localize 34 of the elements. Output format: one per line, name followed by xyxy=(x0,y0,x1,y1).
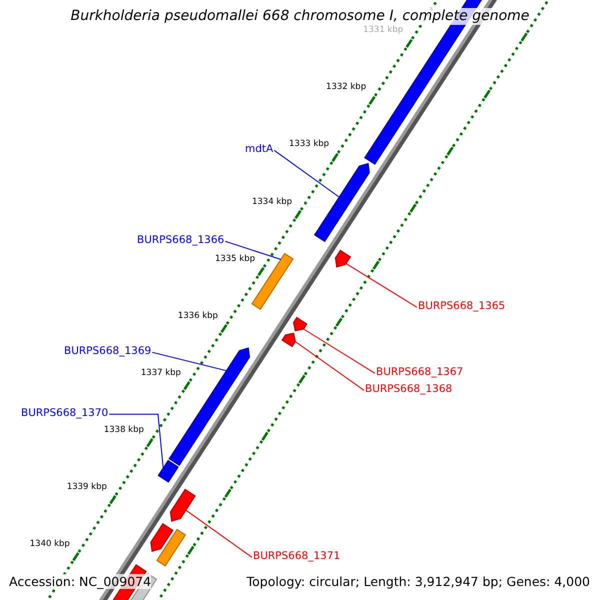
gene-label: BURPS668_1368 xyxy=(365,383,452,396)
genome-info-text: Topology: circular; Length: 3,912,947 bp; Genes: 4,000 xyxy=(246,574,590,589)
leader-line xyxy=(346,263,418,308)
position-label: 1333 kbp xyxy=(289,139,330,150)
position-label: 1334 kbp xyxy=(252,196,292,207)
position-label: 1339 kbp xyxy=(66,482,107,492)
leader-line xyxy=(303,328,376,374)
gene-feature xyxy=(292,316,308,332)
gene-label: BURPS668_1369 xyxy=(64,345,152,358)
gene-feature xyxy=(334,250,352,268)
leader-line xyxy=(224,240,282,260)
position-label: 1336 kbp xyxy=(178,310,218,321)
gene-feature xyxy=(158,460,179,483)
leader-line xyxy=(185,510,252,558)
position-label: 1337 kbp xyxy=(140,368,181,378)
position-label: 1340 kbp xyxy=(30,538,70,549)
gene-label: BURPS668_1370 xyxy=(21,407,108,420)
accession-text: Accession: NC_009074 xyxy=(9,574,152,589)
gene-label: mdtA xyxy=(245,143,274,156)
gene-label: BURPS668_1371 xyxy=(253,550,340,563)
gene-label: BURPS668_1366 xyxy=(137,234,224,247)
leader-line xyxy=(274,150,340,198)
position-label: 1338 kbp xyxy=(104,424,144,435)
position-label: 1335 kbp xyxy=(214,254,256,264)
gene-label: BURPS668_1365 xyxy=(418,300,506,313)
leader-line xyxy=(108,414,164,468)
gene-feature xyxy=(281,332,296,348)
gene-feature xyxy=(314,162,370,242)
gene-label: BURPS668_1367 xyxy=(376,366,464,379)
position-label: 1331 kbp xyxy=(363,25,404,36)
gene-feature xyxy=(170,488,196,522)
leader-line xyxy=(152,352,227,372)
position-label: 1332 kbp xyxy=(326,82,366,93)
leader-line xyxy=(294,341,364,391)
